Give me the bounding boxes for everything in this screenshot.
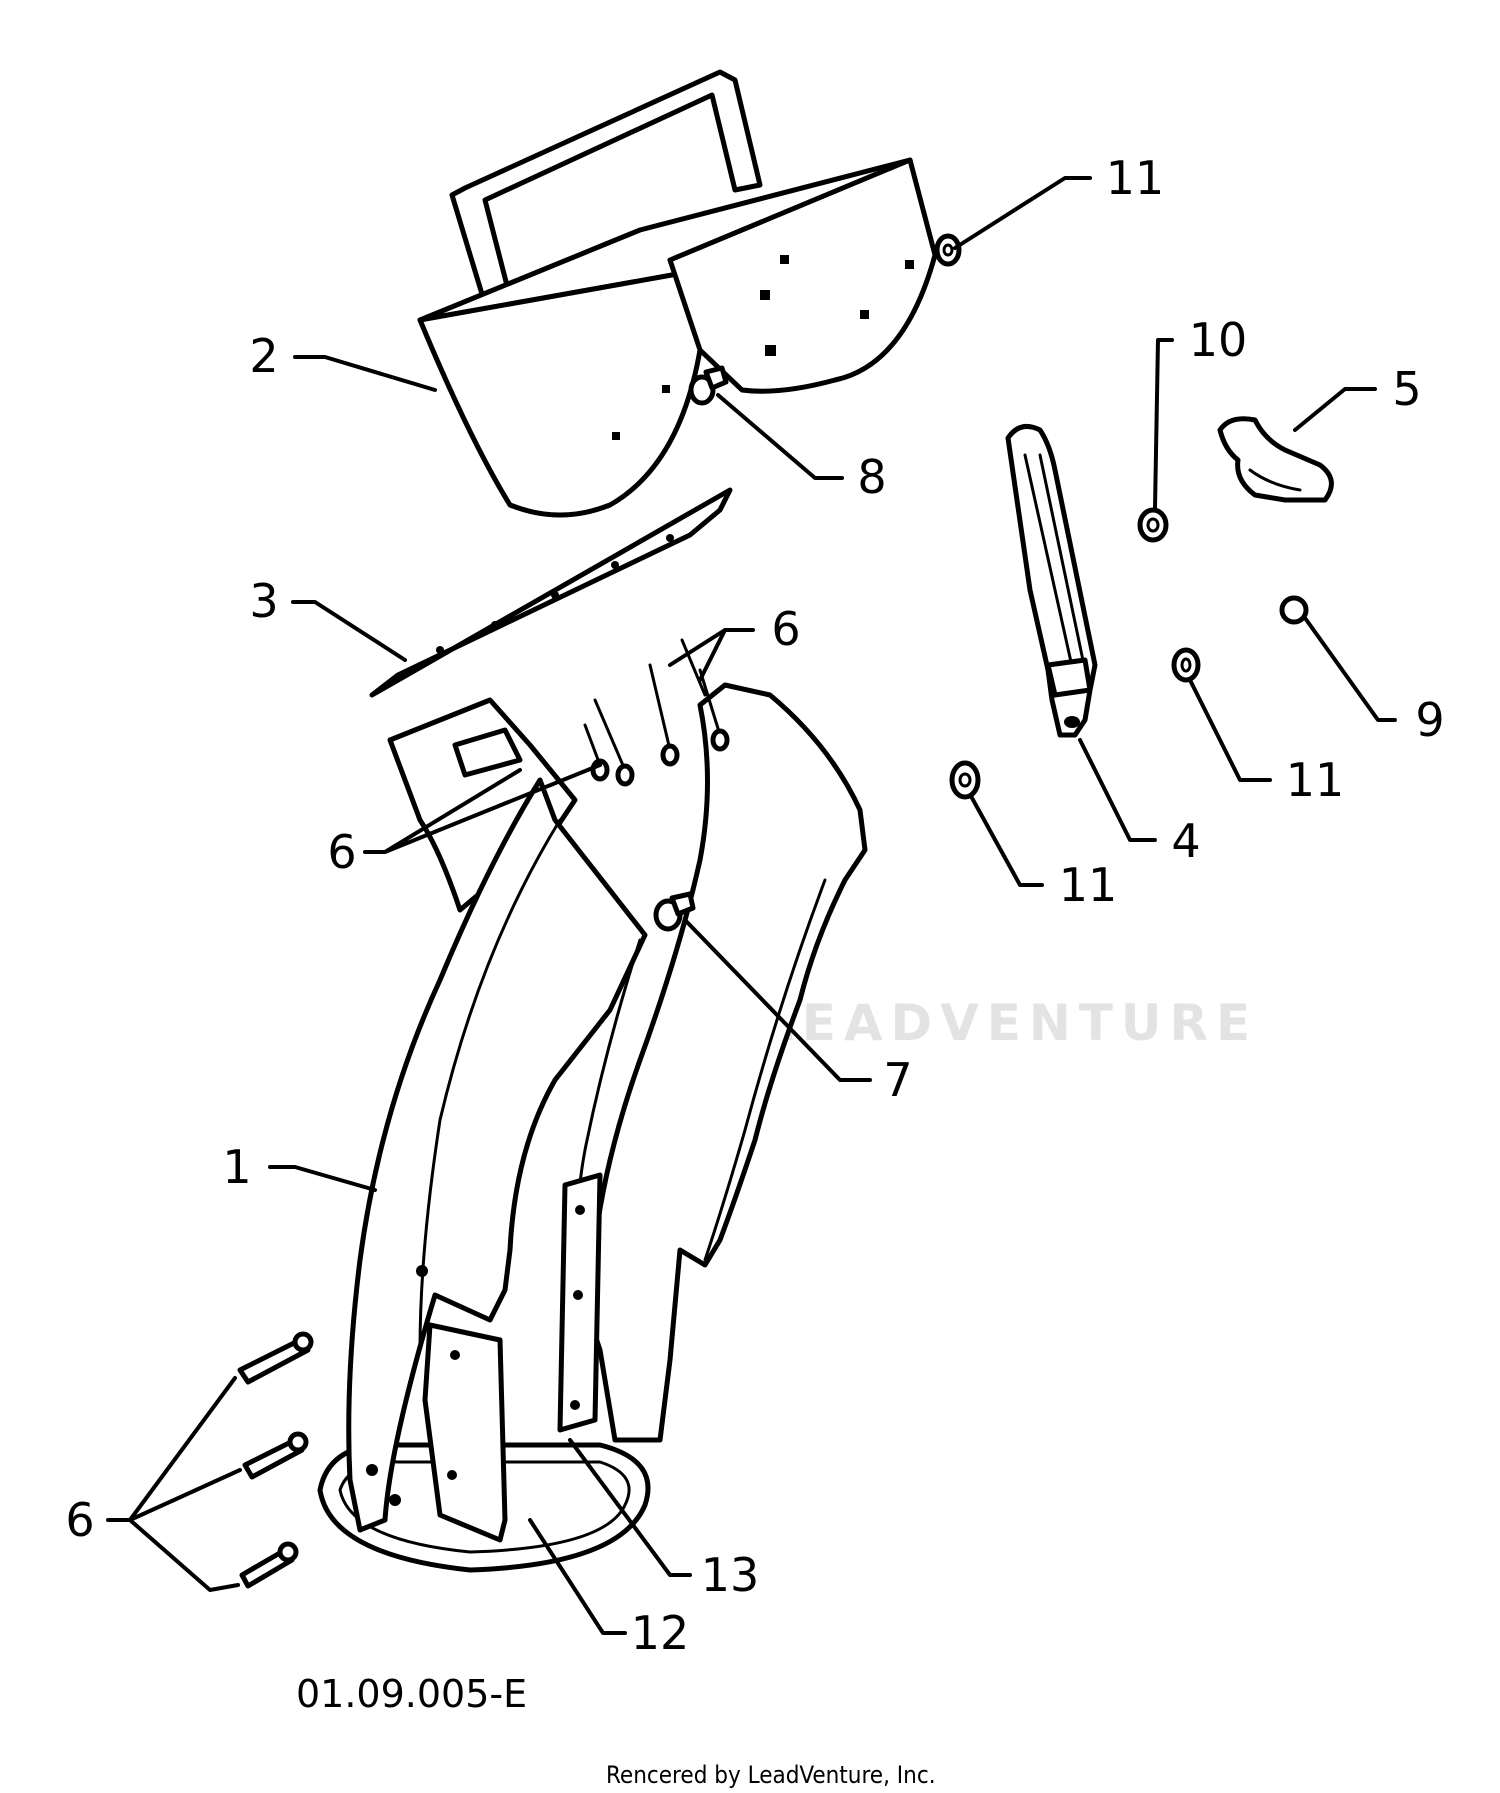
- callout-6-lower: 6: [65, 1493, 94, 1547]
- part-6-bolts-upper: [583, 638, 730, 787]
- leader-13: [568, 1438, 692, 1577]
- leader-9: [1303, 616, 1397, 722]
- callout-13: 13: [701, 1548, 760, 1602]
- callout-9: 9: [1415, 693, 1444, 747]
- callout-2: 2: [249, 329, 278, 383]
- leader-6a: [668, 628, 755, 682]
- part-11-washer: [1171, 647, 1201, 683]
- part-4-adjustment-bracket: [1005, 423, 1098, 738]
- hood-hole: [860, 310, 869, 319]
- leader-6c: [106, 1376, 242, 1592]
- part-6-bolts-lower: [237, 1331, 314, 1589]
- leader-6b: [363, 763, 602, 854]
- hood-hole: [780, 255, 789, 264]
- leader-3: [291, 600, 407, 662]
- leader-4: [1078, 738, 1157, 842]
- part-9-nut: [1279, 595, 1309, 625]
- chute-inner-seam: [703, 878, 827, 1262]
- callout-5: 5: [1392, 362, 1421, 416]
- part-11-washer: [949, 760, 981, 800]
- callout-6-middle: 6: [327, 825, 356, 879]
- hood-hole: [760, 290, 770, 300]
- leader-1: [268, 1165, 377, 1192]
- chute-collar-slot: [452, 727, 523, 778]
- callout-11-right: 11: [1286, 753, 1345, 807]
- chute-left-wall: [346, 777, 648, 1533]
- hood-left-panel: [417, 267, 703, 518]
- chute-inner-seam: [418, 818, 562, 1352]
- callout-3: 3: [249, 574, 278, 628]
- leader-12: [528, 1518, 627, 1635]
- part-11-washer: [934, 233, 962, 267]
- callout-11-top: 11: [1106, 151, 1165, 205]
- callout-1: 1: [222, 1140, 251, 1194]
- leader-7: [683, 918, 872, 1082]
- callout-12: 12: [631, 1606, 690, 1660]
- part-13-liner-plate: [557, 1172, 603, 1433]
- leader-10: [1153, 338, 1174, 510]
- part-5-knob: [1217, 416, 1334, 503]
- leader-lines: [106, 176, 1397, 1635]
- leader-11c: [970, 796, 1044, 887]
- callout-6-upper: 6: [771, 602, 800, 656]
- part-12-liner-plate: [422, 1322, 508, 1543]
- leader-11a: [953, 176, 1092, 250]
- figure-code: 01.09.005-E: [296, 1672, 527, 1716]
- part-2-deflector-hood: [417, 69, 938, 518]
- hood-hole: [612, 432, 620, 440]
- hood-hole: [765, 345, 776, 356]
- leader-11b: [1188, 678, 1272, 782]
- part-7-bolt: [653, 891, 696, 932]
- leader-2: [293, 355, 437, 392]
- callout-8: 8: [857, 450, 886, 504]
- part-3-deflector-blade: [369, 487, 733, 698]
- callouts: 1 2 3 4 5 6 6 6 7 8 9 10 11 11 11 12 13: [65, 151, 1444, 1660]
- part-10-washer: [1137, 507, 1169, 543]
- callout-10: 10: [1189, 313, 1248, 367]
- hood-right-panel: [667, 157, 938, 394]
- leader-5: [1293, 387, 1377, 432]
- watermark-text: LEADVENTURE: [762, 994, 1258, 1052]
- hood-hole: [662, 385, 670, 393]
- callout-4: 4: [1171, 814, 1200, 868]
- part-8-bolt: [688, 365, 729, 406]
- hood-hole: [905, 260, 914, 269]
- callout-7: 7: [883, 1053, 912, 1107]
- leader-8: [716, 393, 844, 480]
- callout-11-middle: 11: [1059, 858, 1118, 912]
- credit-line: Rencered by LeadVenture, Inc.: [606, 1761, 936, 1789]
- part-1-discharge-chute: [317, 682, 868, 1573]
